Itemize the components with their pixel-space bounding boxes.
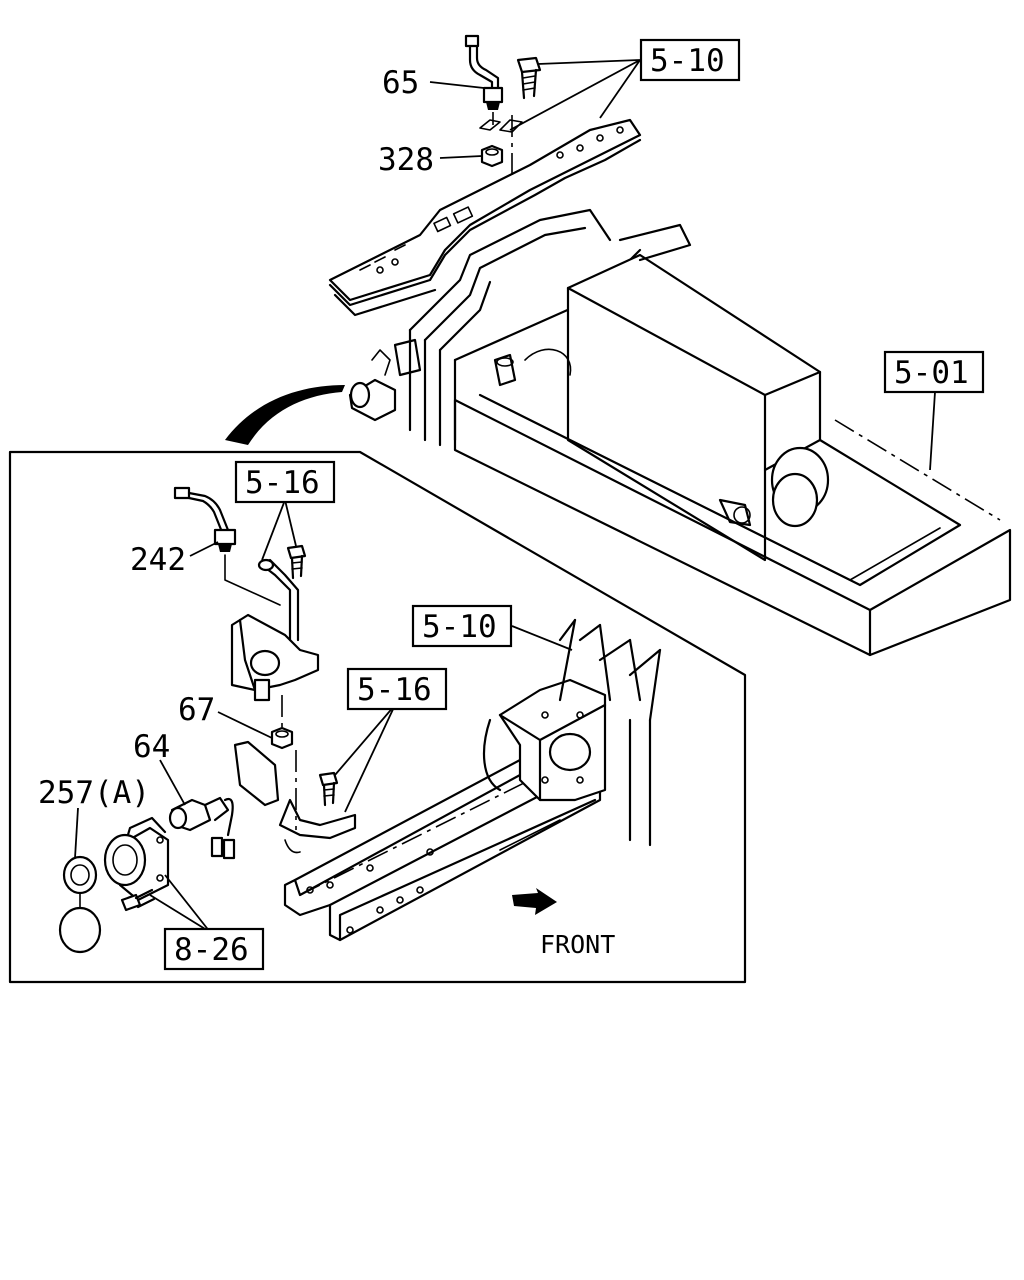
callout-5-16-lower-text: 5-16 [357, 672, 432, 708]
nut-67 [270, 726, 294, 750]
callout-5-10-top-text: 5-10 [650, 43, 725, 79]
switch-64 [168, 796, 236, 860]
callout-5-16-upper-text: 5-16 [245, 465, 320, 501]
callout-5-16-upper: 5-16 [234, 460, 336, 504]
bolt-top [499, 56, 542, 175]
receptacle-8-26 [103, 816, 170, 912]
callout-5-10-lower-text: 5-10 [422, 609, 497, 645]
sensor-65 [464, 34, 504, 131]
front-label: FRONT [540, 930, 615, 959]
callout-5-10-lower: 5-10 [411, 604, 513, 648]
cap-257A [58, 855, 102, 954]
part-label-65: 65 [382, 65, 419, 101]
part-label-64: 64 [133, 729, 170, 765]
bolt-5-16-lower [318, 771, 339, 807]
frame-crossmember-top [328, 118, 642, 317]
cover-plate [233, 740, 357, 854]
part-label-67: 67 [178, 692, 215, 728]
nut-328 [480, 144, 504, 168]
callout-5-16-lower: 5-16 [346, 667, 448, 711]
callout-5-10-top: 5-10 [639, 38, 741, 82]
callout-5-01-text: 5-01 [894, 355, 969, 391]
callout-5-01: 5-01 [883, 350, 985, 394]
frame-sensor-connector [348, 338, 422, 422]
part-label-242: 242 [130, 542, 186, 578]
callout-8-26: 8-26 [163, 927, 265, 971]
part-label-257A: 257(A) [38, 775, 150, 811]
fuel-tank [566, 223, 830, 562]
bracket-upper [230, 558, 320, 730]
detail-frame [8, 450, 747, 984]
sensor-242 [173, 486, 281, 606]
bolt-5-16-upper [286, 544, 307, 580]
bracket-plate [482, 618, 662, 847]
callout-8-26-text: 8-26 [174, 932, 249, 968]
leader-lines [74, 59, 936, 933]
detail-arrow [225, 385, 345, 445]
part-label-328: 328 [378, 142, 434, 178]
front-arrow-icon [512, 888, 557, 915]
chassis-tray [453, 348, 1012, 657]
